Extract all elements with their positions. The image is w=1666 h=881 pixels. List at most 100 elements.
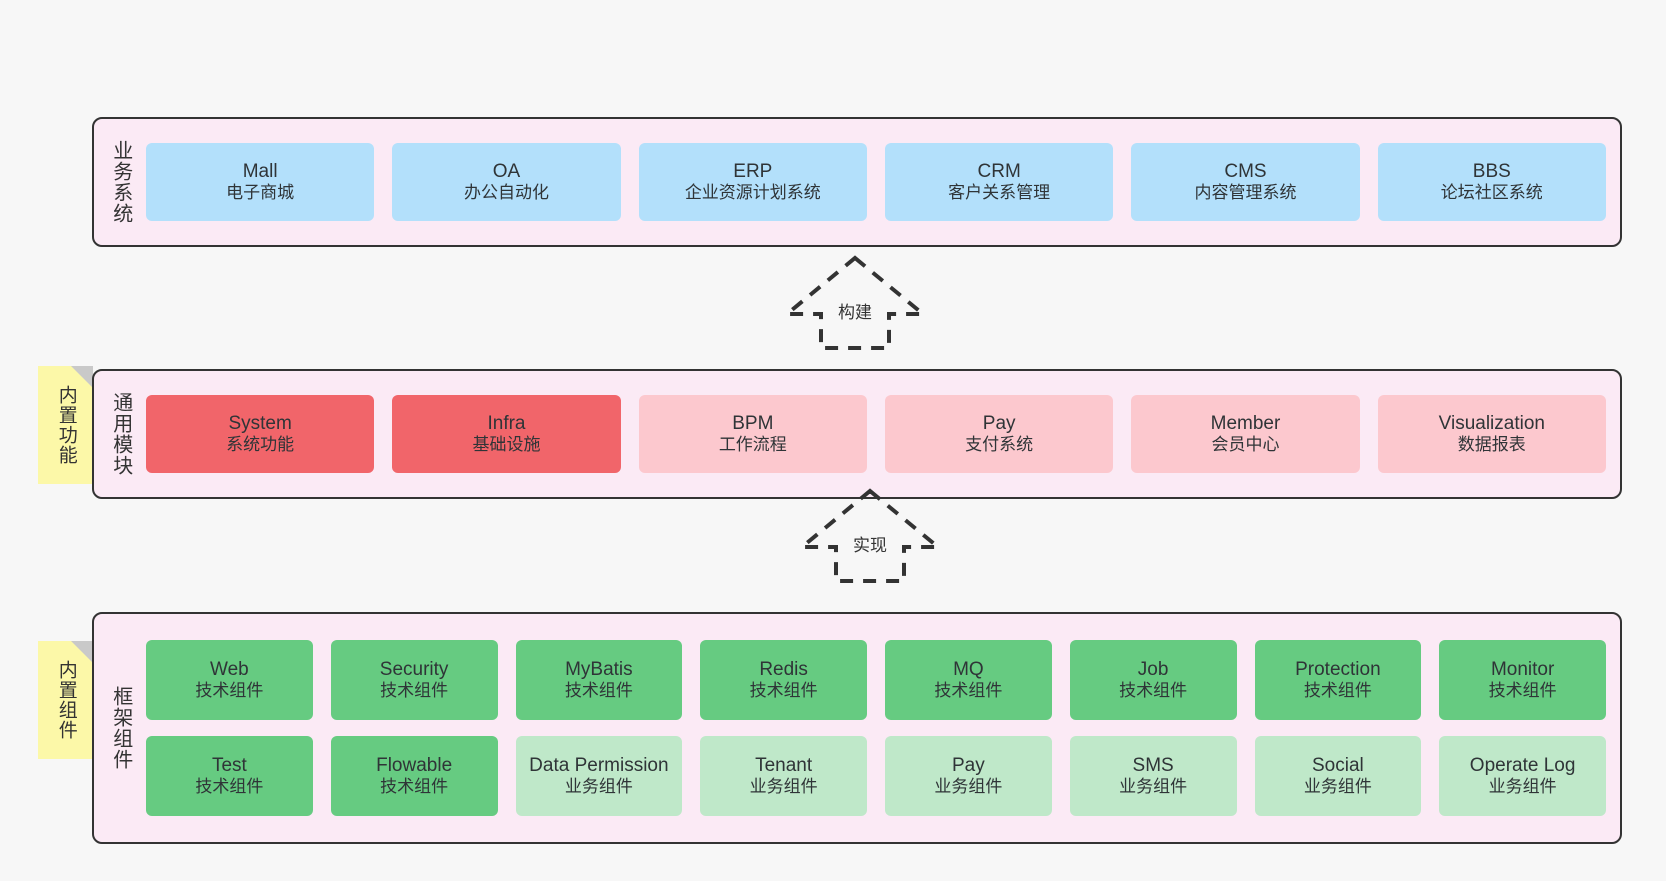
card-protection[interactable]: Protection 技术组件	[1254, 640, 1422, 720]
card-member[interactable]: Member 会员中心	[1131, 395, 1360, 473]
framework-components-row-2: Test 技术组件 Flowable 技术组件 Data Permission …	[146, 736, 1606, 816]
layer-label-framework-components: 框架组件	[109, 686, 132, 770]
arrow-implement: 实现	[790, 485, 950, 585]
card-title: System	[228, 413, 292, 435]
card-title: CRM	[977, 161, 1021, 183]
card-subtitle: 基础设施	[472, 435, 541, 455]
layer-body-common-modules: System 系统功能 Infra 基础设施 BPM 工作流程 Pay 支付系统…	[146, 371, 1620, 497]
card-title: Mall	[242, 161, 278, 183]
card-pay-component[interactable]: Pay 业务组件	[885, 736, 1052, 816]
card-test[interactable]: Test 技术组件	[146, 736, 313, 816]
card-sms[interactable]: SMS 业务组件	[1069, 736, 1237, 816]
card-subtitle: 业务组件	[564, 777, 633, 797]
card-subtitle: 技术组件	[1488, 681, 1557, 701]
card-cms[interactable]: CMS 内容管理系统	[1131, 143, 1360, 221]
card-title: ERP	[733, 161, 773, 183]
card-subtitle: 客户关系管理	[948, 183, 1051, 203]
framework-components-row-1: Web 技术组件 Security 技术组件 MyBatis 技术组件 Redi…	[146, 640, 1606, 720]
card-title: Member	[1210, 413, 1281, 435]
card-subtitle: 工作流程	[718, 435, 787, 455]
card-title: Social	[1312, 755, 1364, 777]
card-title: CMS	[1224, 161, 1267, 183]
card-title: SMS	[1132, 755, 1174, 777]
card-title: OA	[492, 161, 521, 183]
card-title: Monitor	[1490, 659, 1555, 681]
card-bbs[interactable]: BBS 论坛社区系统	[1377, 143, 1606, 221]
card-crm[interactable]: CRM 客户关系管理	[884, 143, 1114, 221]
card-mybatis[interactable]: MyBatis 技术组件	[515, 640, 683, 720]
layer-common-modules: 通用模块 System 系统功能 Infra 基础设施 BPM 工作流程 Pay	[92, 369, 1622, 499]
card-subtitle: 办公自动化	[463, 183, 549, 203]
card-title: Pay	[952, 755, 985, 777]
card-subtitle: 技术组件	[1303, 681, 1372, 701]
card-subtitle: 业务组件	[1303, 777, 1372, 797]
card-data-permission[interactable]: Data Permission 业务组件	[515, 736, 683, 816]
card-title: MQ	[953, 659, 984, 681]
card-mall[interactable]: Mall 电子商城	[146, 143, 375, 221]
card-title: MyBatis	[565, 659, 633, 681]
card-title: Redis	[759, 659, 808, 681]
card-mq[interactable]: MQ 技术组件	[885, 640, 1052, 720]
card-subtitle: 技术组件	[934, 681, 1003, 701]
card-operate-log[interactable]: Operate Log 业务组件	[1439, 736, 1606, 816]
card-subtitle: 业务组件	[934, 777, 1003, 797]
card-subtitle: 技术组件	[380, 681, 449, 701]
common-modules-row: System 系统功能 Infra 基础设施 BPM 工作流程 Pay 支付系统…	[146, 395, 1606, 473]
card-social[interactable]: Social 业务组件	[1254, 736, 1422, 816]
card-subtitle: 电子商城	[226, 183, 295, 203]
card-subtitle: 技术组件	[195, 681, 264, 701]
card-web[interactable]: Web 技术组件	[146, 640, 313, 720]
card-subtitle: 论坛社区系统	[1440, 183, 1543, 203]
card-title: Operate Log	[1469, 755, 1576, 777]
card-title: Security	[379, 659, 449, 681]
card-title: Infra	[487, 413, 526, 435]
card-title: Visualization	[1438, 413, 1545, 435]
card-subtitle: 技术组件	[195, 777, 264, 797]
card-title: Protection	[1295, 659, 1381, 681]
card-flowable[interactable]: Flowable 技术组件	[330, 736, 498, 816]
card-title: BPM	[732, 413, 774, 435]
card-subtitle: 技术组件	[564, 681, 633, 701]
card-title: BBS	[1472, 161, 1511, 183]
card-subtitle: 业务组件	[1488, 777, 1557, 797]
card-security[interactable]: Security 技术组件	[330, 640, 498, 720]
card-title: Tenant	[755, 755, 813, 777]
sticky-note-text: 内置功能	[55, 385, 77, 465]
card-subtitle: 技术组件	[749, 681, 818, 701]
card-tenant[interactable]: Tenant 业务组件	[700, 736, 867, 816]
card-title: Test	[211, 755, 247, 777]
card-subtitle: 支付系统	[965, 435, 1034, 455]
card-pay-module[interactable]: Pay 支付系统	[884, 395, 1114, 473]
card-subtitle: 企业资源计划系统	[684, 183, 821, 203]
card-title: Job	[1137, 659, 1169, 681]
card-title: Web	[210, 659, 249, 681]
card-subtitle: 会员中心	[1211, 435, 1280, 455]
card-subtitle: 业务组件	[749, 777, 818, 797]
card-subtitle: 业务组件	[1119, 777, 1188, 797]
layer-body-framework-components: Web 技术组件 Security 技术组件 MyBatis 技术组件 Redi…	[146, 614, 1620, 842]
card-job[interactable]: Job 技术组件	[1069, 640, 1237, 720]
business-systems-row: Mall 电子商城 OA 办公自动化 ERP 企业资源计划系统 CRM 客户关系…	[146, 143, 1606, 221]
card-bpm[interactable]: BPM 工作流程	[638, 395, 867, 473]
arrow-build-label: 构建	[838, 303, 872, 322]
card-subtitle: 内容管理系统	[1194, 183, 1297, 203]
arrow-build: 构建	[775, 252, 935, 352]
layer-body-business-systems: Mall 电子商城 OA 办公自动化 ERP 企业资源计划系统 CRM 客户关系…	[146, 119, 1620, 245]
layer-business-systems: 业务系统 Mall 电子商城 OA 办公自动化 ERP 企业资源计划系统 CRM	[92, 117, 1622, 247]
card-visualization[interactable]: Visualization 数据报表	[1377, 395, 1606, 473]
card-system[interactable]: System 系统功能	[146, 395, 375, 473]
card-subtitle: 数据报表	[1457, 435, 1526, 455]
card-oa[interactable]: OA 办公自动化	[392, 143, 621, 221]
sticky-note-builtin-functions: 内置功能	[38, 366, 93, 484]
card-infra[interactable]: Infra 基础设施	[392, 395, 621, 473]
card-erp[interactable]: ERP 企业资源计划系统	[638, 143, 867, 221]
card-monitor[interactable]: Monitor 技术组件	[1439, 640, 1606, 720]
card-title: Flowable	[376, 755, 453, 777]
card-subtitle: 技术组件	[1119, 681, 1188, 701]
card-title: Data Permission	[529, 755, 669, 777]
sticky-note-text: 内置组件	[55, 660, 77, 740]
card-subtitle: 系统功能	[226, 435, 295, 455]
card-redis[interactable]: Redis 技术组件	[700, 640, 867, 720]
card-subtitle: 技术组件	[380, 777, 449, 797]
